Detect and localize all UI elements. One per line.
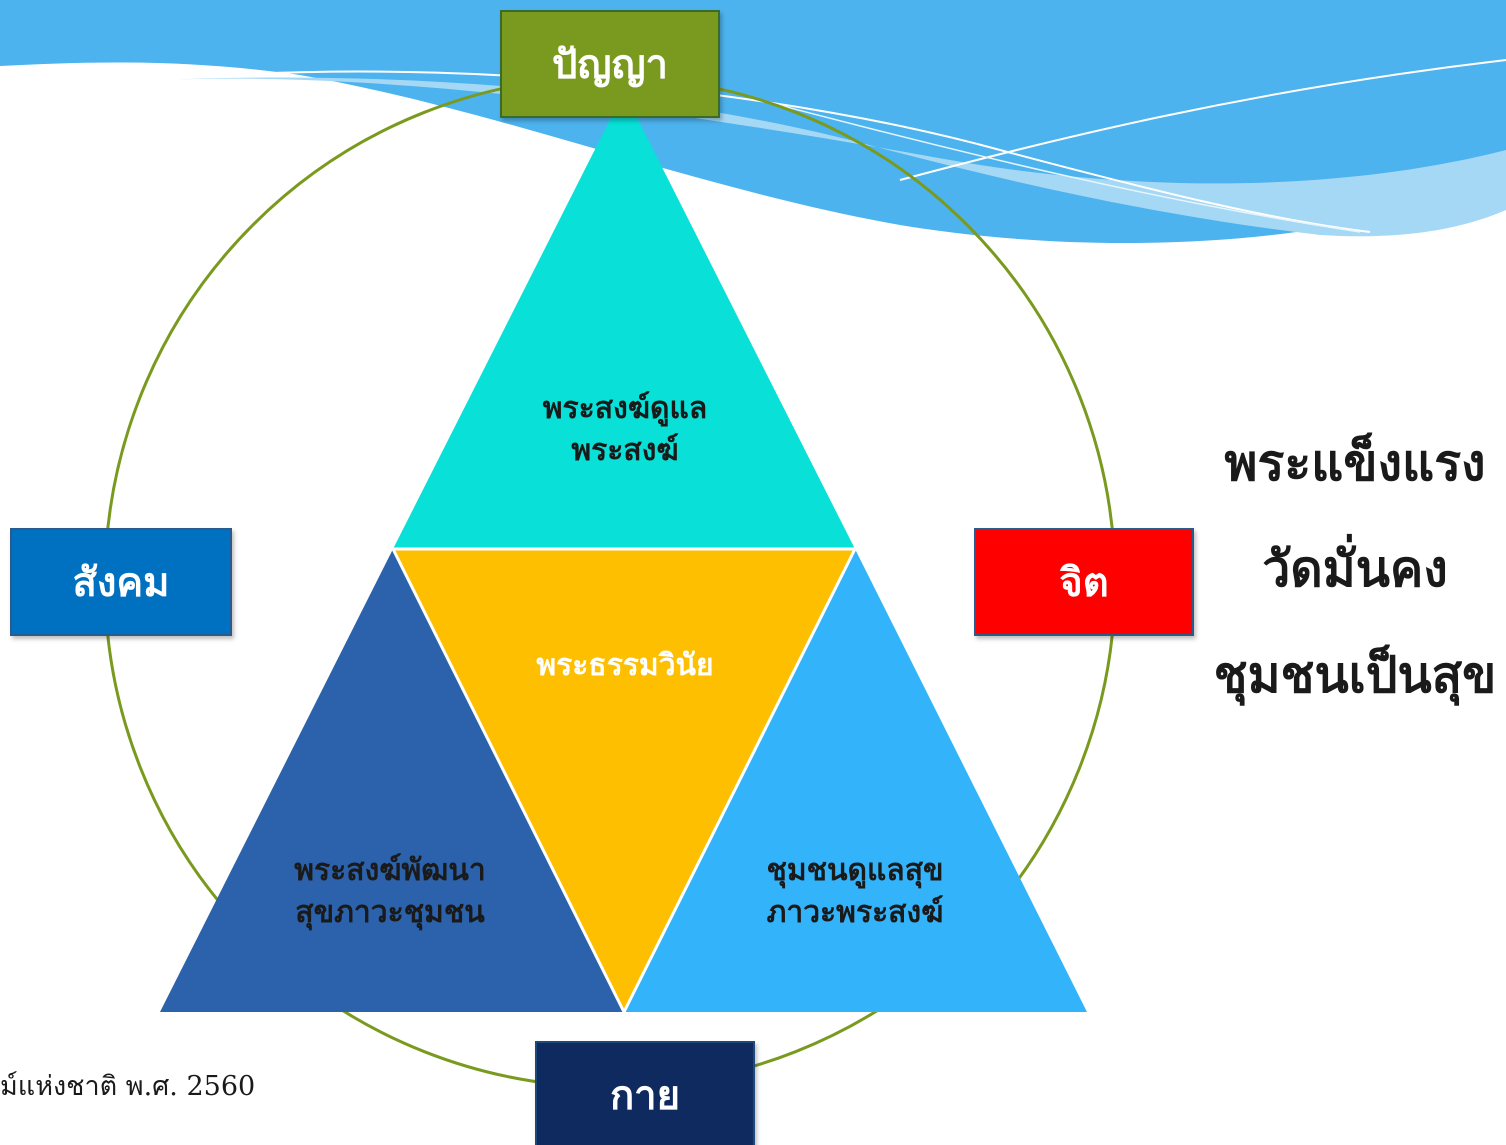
wave-light xyxy=(160,77,1506,237)
triangle-center-label-text: พระธรรมวินัย xyxy=(536,648,714,683)
triangle-center xyxy=(393,549,855,1012)
triangle-left-label: พระสงฆ์พัฒนา สุขภาวะชุมชน xyxy=(260,850,520,934)
triangle-top-label-line1: พระสงฆ์ดูแล xyxy=(542,391,708,426)
triangle-top-label-line2: พระสงฆ์ xyxy=(571,433,679,468)
wave-line-2 xyxy=(899,59,1506,181)
triangle-bottom-right xyxy=(624,549,1087,1012)
wave-line-1 xyxy=(229,70,1371,233)
slogan-line3: ชุมชนเป็นสุข xyxy=(1213,646,1497,704)
node-wisdom: ปัญญา xyxy=(500,10,720,118)
triangle-left-label-line1: พระสงฆ์พัฒนา xyxy=(294,853,486,888)
slogan: พระแข็งแรง วัดมั่นคง ชุมชนเป็นสุข xyxy=(1190,410,1506,728)
header-wave-decoration xyxy=(0,0,1506,244)
triangle-left-label-line2: สุขภาวะชุมชน xyxy=(295,895,485,930)
triangle-center-label: พระธรรมวินัย xyxy=(500,645,750,687)
node-society: สังคม xyxy=(10,528,232,636)
node-mind: จิต xyxy=(974,528,1194,636)
slogan-line1: พระแข็งแรง xyxy=(1224,434,1486,492)
wave-line-3 xyxy=(759,99,1361,233)
triangle-top-label: พระสงฆ์ดูแล พระสงฆ์ xyxy=(500,388,750,472)
triangle-bottom-left xyxy=(160,549,624,1012)
triangle-separators xyxy=(391,547,857,1013)
slogan-line2: วัดมั่นคง xyxy=(1262,540,1448,598)
node-body: กาย xyxy=(535,1041,755,1145)
triangle-top xyxy=(393,92,855,549)
footnote: ม์แห่งชาติ พ.ศ. 2560 xyxy=(0,1071,256,1102)
triangle-right-label: ชุมชนดูแลสุข ภาวะพระสงฆ์ xyxy=(730,850,980,934)
triangle-right-label-line1: ชุมชนดูแลสุข xyxy=(766,853,944,888)
triangle-right-label-line2: ภาวะพระสงฆ์ xyxy=(766,895,944,930)
